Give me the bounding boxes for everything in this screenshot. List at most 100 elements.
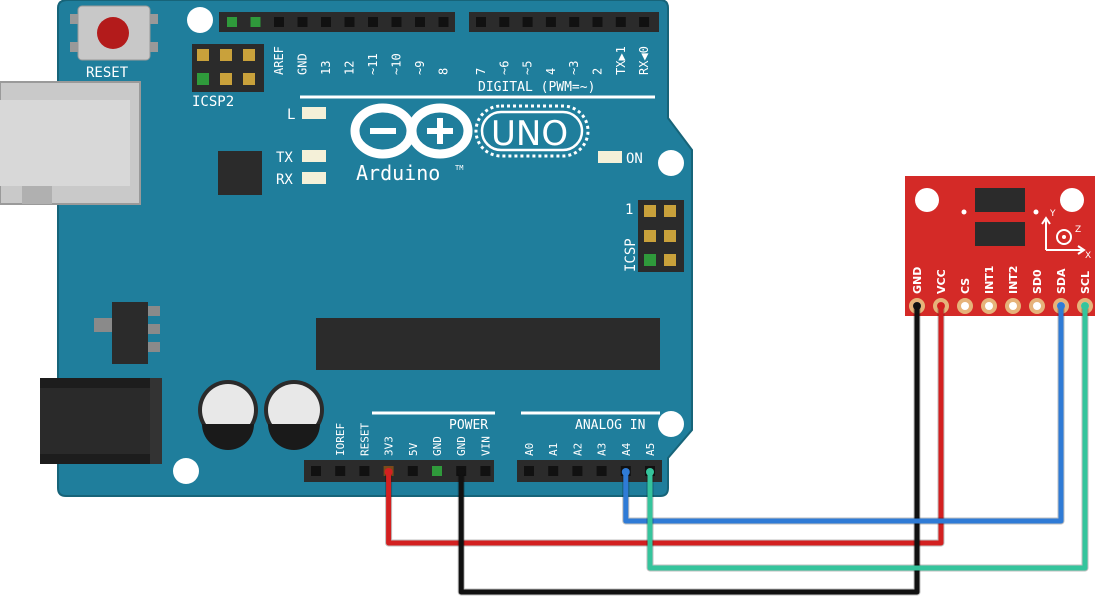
sensor-pad-hole	[1033, 302, 1041, 310]
pin-socket	[592, 17, 603, 27]
power-pin-label: IOREF	[334, 423, 347, 456]
led-l	[302, 107, 326, 119]
axis-x-label: X	[1085, 251, 1091, 261]
digital-pin-label: 2	[591, 68, 605, 75]
led-rx	[302, 172, 326, 184]
uno-badge: UNO	[474, 104, 590, 158]
analog-pin-label: A1	[547, 443, 560, 456]
pin-socket	[545, 17, 556, 27]
icsp-pin1-label: 1	[625, 202, 633, 218]
pin-socket	[480, 466, 491, 476]
usb-chip	[218, 151, 262, 195]
capacitor	[198, 380, 258, 450]
wire-a4-to-sda	[623, 306, 1064, 524]
power-pin-label: RESET	[358, 423, 371, 456]
wire-3v3-to-vcc	[386, 306, 944, 546]
digital-pin-label: ~5	[521, 61, 535, 75]
sensor-pad-hole	[961, 302, 969, 310]
voltage-regulator	[94, 302, 160, 364]
reset-button[interactable]	[70, 5, 158, 61]
analog-header-label: ANALOG IN	[575, 418, 645, 433]
wire-end	[1057, 302, 1065, 310]
digital-pin-label: ~9	[413, 61, 427, 75]
wire-shadow	[646, 306, 1089, 572]
axis-y-label: Y	[1049, 209, 1056, 219]
digital-pin-sockets	[227, 17, 650, 27]
power-pin-label: VIN	[479, 436, 492, 456]
pin-socket	[524, 466, 534, 476]
pin-socket	[548, 466, 559, 476]
reset-label: RESET	[86, 65, 129, 81]
wire-end	[457, 468, 466, 476]
led-tx	[302, 150, 326, 162]
pin-socket	[335, 466, 346, 476]
wires	[384, 302, 1089, 596]
wire-end	[937, 302, 945, 310]
icsp-label: ICSP	[623, 238, 639, 272]
led-on-label: ON	[626, 151, 643, 167]
pin-socket	[522, 17, 533, 27]
pin-socket	[297, 17, 308, 27]
pin-socket	[432, 466, 442, 476]
power-header	[304, 460, 494, 482]
pin-socket	[572, 466, 583, 476]
mounting-hole	[1060, 188, 1084, 212]
digital-pin-label: 7	[474, 68, 488, 75]
power-header-label: POWER	[449, 418, 488, 433]
pin-socket	[321, 17, 331, 27]
pin-socket	[615, 17, 626, 27]
power-pin-label: 3V3	[383, 436, 396, 456]
mounting-hole	[658, 150, 684, 176]
usb-connector	[0, 81, 141, 205]
atmega-chip	[316, 318, 660, 370]
sensor-pin-label: SDA	[1055, 268, 1068, 294]
digital-pin-label: ~3	[567, 61, 581, 75]
pin-socket	[344, 17, 355, 27]
mounting-hole	[915, 188, 939, 212]
icsp2-header	[192, 44, 264, 92]
pin-socket	[368, 17, 378, 27]
digital-pin-label: ~10	[390, 53, 404, 75]
trademark: TM	[455, 164, 463, 172]
wire-a5-to-scl	[647, 306, 1088, 571]
arduino-logo	[350, 103, 473, 159]
pin-socket	[274, 17, 284, 27]
pin-socket	[391, 17, 402, 27]
mounting-hole	[173, 458, 199, 484]
power-pin-label: GND	[455, 436, 468, 456]
digital-pin-label: 12	[343, 61, 357, 75]
mounting-hole	[187, 7, 213, 33]
sensor-pin-label: GND	[911, 267, 924, 294]
capacitor	[264, 380, 324, 450]
led-tx-label: TX	[276, 150, 293, 166]
pin-socket	[407, 466, 418, 476]
sensor-pin-label: SCL	[1079, 271, 1092, 294]
sensor-pad-hole	[1009, 302, 1017, 310]
bottom-pin-sockets	[311, 466, 655, 476]
wire-end	[913, 302, 921, 310]
digital-header-label: DIGITAL (PWM=~)	[478, 80, 595, 95]
pin-socket	[438, 17, 449, 27]
power-pin-label: 5V	[407, 442, 420, 456]
pin-socket	[415, 17, 425, 27]
digital-header-right	[469, 12, 659, 32]
analog-pin-label: A4	[620, 442, 633, 456]
wire-end	[1081, 302, 1089, 310]
wire-end	[384, 468, 393, 476]
axis-orientation-icon	[1041, 216, 1086, 255]
board-pcb	[57, 0, 693, 497]
pin-socket	[311, 466, 321, 476]
analog-pin-label: A2	[571, 443, 584, 456]
digital-pin-label: RX◀0	[637, 46, 651, 75]
sensor-pin-label: SD0	[1031, 269, 1044, 294]
digital-pin-label: 13	[319, 61, 333, 75]
mounting-hole	[658, 411, 684, 437]
board-model: UNO	[491, 114, 568, 154]
digital-pin-label: 8	[437, 68, 451, 75]
digital-pin-label: 4	[544, 68, 558, 75]
axis-z-label: Z	[1075, 225, 1081, 235]
pin-socket	[250, 17, 261, 27]
